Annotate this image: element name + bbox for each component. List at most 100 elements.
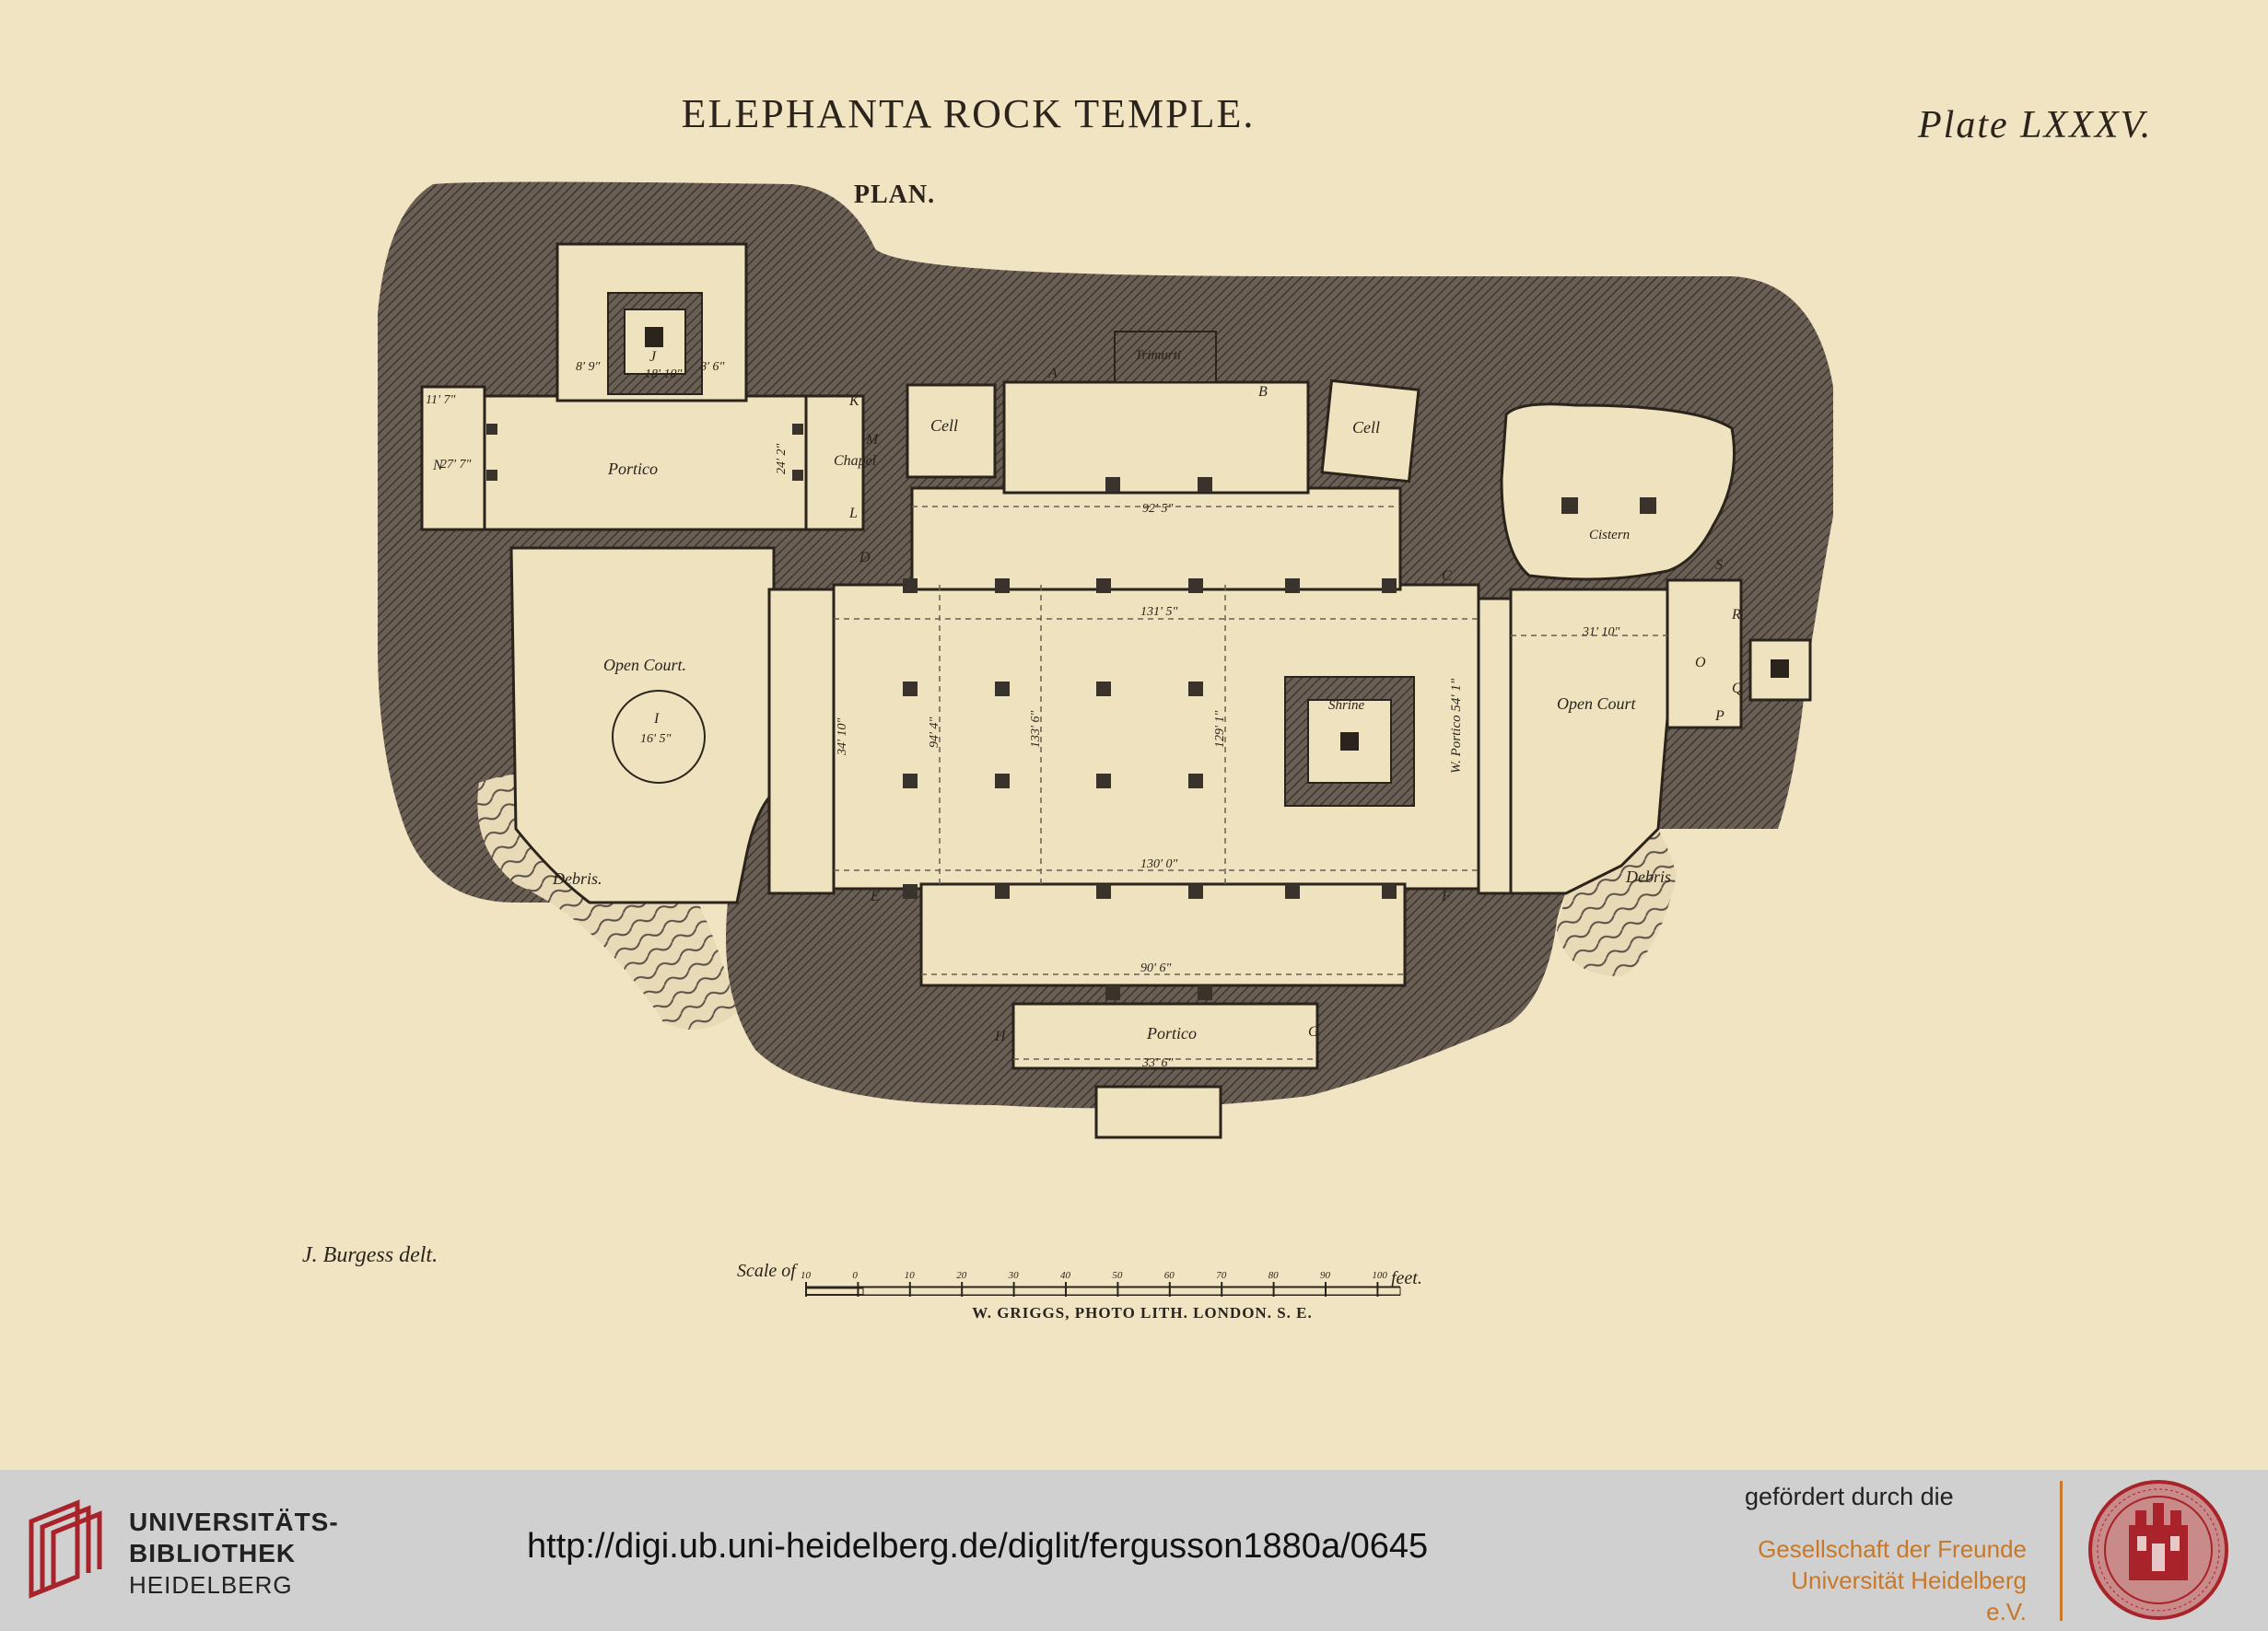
dim-131: 131' 5" — [1140, 605, 1177, 619]
scale-tick-label: 0 — [852, 1270, 858, 1281]
library-name: UNIVERSITÄTS- BIBLIOTHEK HEIDELBERG — [129, 1507, 339, 1601]
letter-c: C — [1442, 568, 1452, 584]
side-room-m — [804, 394, 865, 531]
dim-27: 27' 7" — [440, 458, 471, 472]
scale-tick-label: 20 — [956, 1270, 967, 1281]
letter-j: J — [649, 349, 657, 365]
plate-page: ELEPHANTA ROCK TEMPLE. PLAN. Plate LXXXV… — [302, 91, 2153, 1322]
scale-tick-label: 10 — [905, 1270, 916, 1281]
delineator-credit: J. Burgess delt. — [302, 1243, 438, 1267]
trimurti-strip — [1002, 380, 1310, 495]
letter-m: M — [865, 432, 880, 448]
letter-k: K — [848, 393, 860, 409]
label-portico-north: Portico — [1146, 1024, 1197, 1043]
central-shrine-lingam — [1340, 732, 1359, 751]
hall-lower-band — [919, 882, 1407, 987]
letter-e: E — [870, 889, 880, 904]
letter-g: G — [1308, 1024, 1319, 1040]
scale-unit: feet. — [1391, 1268, 1422, 1288]
temple-floor-plan: Cell Cell Trimurti Portico Chapel Open C… — [378, 181, 1833, 1297]
letter-b: B — [1258, 384, 1268, 400]
scale-tick-label: 10 — [801, 1270, 812, 1281]
dim-8-6: 8' 6" — [700, 360, 724, 374]
east-shrine-lingam — [645, 327, 663, 347]
label-open-court-east: Open Court. — [603, 656, 686, 674]
letter-a: A — [1047, 366, 1058, 381]
side-room-n — [420, 385, 486, 531]
label-portico-east: Portico — [607, 460, 658, 478]
label-debris-left: Debris. — [552, 869, 602, 888]
dim-16: 16' 5" — [640, 732, 671, 746]
letter-r: R — [1731, 607, 1741, 623]
label-debris-right: Debris — [1625, 868, 1671, 886]
dim-90: 90' 6" — [1140, 961, 1171, 975]
scale-tick-label: 30 — [1008, 1270, 1020, 1281]
hall-upper-band — [910, 486, 1402, 591]
east-open-court — [509, 546, 776, 904]
label-trimurti: Trimurti — [1135, 348, 1181, 363]
letter-s: S — [1715, 557, 1723, 573]
sponsor-line-2: Universität Heidelberg e.V. — [1791, 1567, 2027, 1625]
letter-p: P — [1714, 708, 1724, 724]
cell-left-room — [906, 383, 997, 479]
printer-credit: W. GRIGGS, PHOTO LITH. LONDON. S. E. — [972, 1304, 1313, 1322]
west-portico — [1477, 597, 1513, 895]
east-connector — [767, 588, 836, 895]
label-cell-right: Cell — [1352, 418, 1380, 437]
university-seal-icon — [2088, 1480, 2228, 1620]
dim-31: 31' 10" — [1582, 625, 1619, 639]
label-chapel: Chapel — [834, 453, 877, 469]
cell-right-room — [1320, 379, 1420, 483]
pillar-grid — [486, 424, 1656, 1000]
label-w-portico: W. Portico 54' 1" — [1449, 678, 1464, 774]
scale-tick-label: 40 — [1060, 1270, 1071, 1281]
letter-h: H — [994, 1029, 1007, 1044]
dim-8-9: 8' 9" — [576, 360, 600, 374]
library-footer: UNIVERSITÄTS- BIBLIOTHEK HEIDELBERG http… — [0, 1470, 2268, 1631]
scale-tick-label: 80 — [1268, 1270, 1280, 1281]
letter-d: D — [859, 550, 871, 565]
far-west-chamber — [1666, 578, 1743, 729]
dim-130: 130' 0" — [1140, 857, 1177, 871]
cistern — [1500, 402, 1736, 581]
letter-q: Q — [1732, 681, 1743, 696]
label-cell-left: Cell — [930, 416, 958, 435]
east-portico-floor — [482, 394, 808, 531]
trimurti-niche — [1114, 331, 1217, 383]
dim-33: 33' 6" — [1141, 1056, 1173, 1070]
library-line-1: UNIVERSITÄTS- — [129, 1508, 339, 1536]
label-open-court-west: Open Court — [1557, 694, 1636, 713]
scale-tick-label: 70 — [1216, 1270, 1227, 1281]
permalink-url[interactable]: http://digi.ub.uni-heidelberg.de/diglit/… — [527, 1527, 1429, 1566]
plate-title: ELEPHANTA ROCK TEMPLE. — [681, 91, 1256, 136]
plate-number: Plate LXXXV. — [1918, 104, 2153, 146]
dim-24: 24' 2" — [775, 444, 789, 474]
ub-logo-icon — [29, 1499, 102, 1599]
letter-l: L — [848, 506, 858, 521]
dim-11: 11' 7" — [426, 393, 455, 407]
sponsor-lead: gefördert durch die — [1745, 1483, 1954, 1510]
sponsor-line-1: Gesellschaft der Freunde — [1758, 1535, 2027, 1563]
court-circle — [612, 690, 706, 784]
letter-n: N — [432, 458, 444, 473]
scale-prefix: Scale of — [737, 1261, 798, 1281]
front-steps — [1094, 1085, 1222, 1139]
label-shrine: Shrine — [1328, 698, 1365, 713]
plate-subtitle: PLAN. — [853, 181, 936, 209]
dim-133: 133' 6" — [1029, 711, 1043, 748]
dim-92: 92' 5" — [1142, 502, 1173, 516]
label-cistern: Cistern — [1589, 528, 1630, 542]
scale-tick-label: 50 — [1112, 1270, 1123, 1281]
letter-f: F — [1441, 889, 1451, 904]
north-portico-floor — [1011, 1002, 1319, 1070]
dimension-lines — [834, 506, 1667, 1060]
scale-tick-label: 90 — [1320, 1270, 1331, 1281]
letter-o: O — [1695, 655, 1706, 670]
scale-tick-label: 60 — [1164, 1270, 1175, 1281]
sponsor-divider — [2060, 1481, 2063, 1621]
dim-18: 18' 10" — [645, 367, 682, 381]
dim-94: 94' 4" — [928, 717, 941, 748]
scale-tick-label: 100 — [1372, 1270, 1387, 1281]
dim-34: 34' 10" — [836, 718, 849, 756]
